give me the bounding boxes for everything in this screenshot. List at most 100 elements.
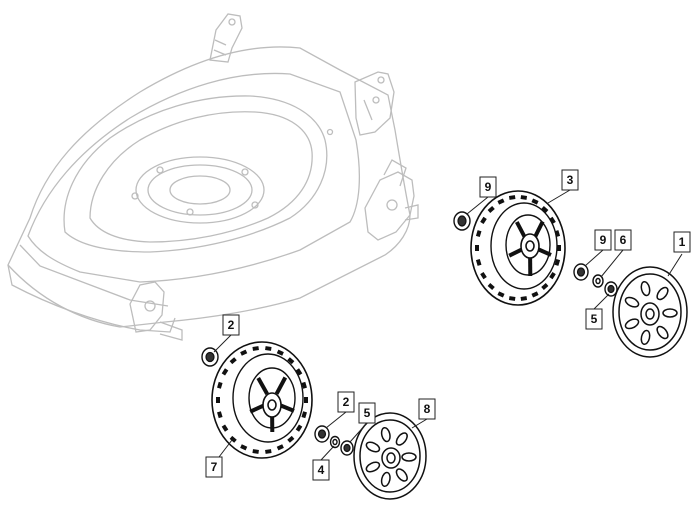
tread-lug <box>216 397 220 403</box>
callout-2-front-inner: 2 <box>222 314 240 336</box>
tread-lug <box>541 206 549 213</box>
tread-lug <box>520 195 528 200</box>
tread-lug <box>541 283 549 290</box>
hub-cap-opening <box>365 461 381 473</box>
nut-2-front-outer <box>314 425 330 443</box>
callout-4: 4 <box>312 459 330 481</box>
wheel-spoke <box>515 221 527 239</box>
tread-lug <box>554 258 561 266</box>
tread-lug <box>475 258 482 266</box>
hub-cap-opening <box>640 280 651 297</box>
tread-lug <box>229 435 237 443</box>
hub-cap-opening <box>624 296 640 308</box>
tread-lug <box>295 424 303 432</box>
tread-lug <box>229 357 237 365</box>
wheel-spoke <box>532 220 545 239</box>
hub-cap-opening <box>401 452 417 462</box>
svg-text:1: 1 <box>679 235 686 249</box>
svg-text:9: 9 <box>600 233 607 247</box>
tread-lug <box>531 291 539 298</box>
tread-lug <box>265 449 272 454</box>
tread-lug <box>520 296 528 301</box>
hub-cap-rear <box>612 266 688 358</box>
svg-text:3: 3 <box>567 173 574 187</box>
tread-lug <box>240 444 248 451</box>
tread-lug <box>487 206 495 213</box>
wheel-spoke <box>274 376 288 395</box>
tread-lug <box>531 198 539 205</box>
hub-cap-opening <box>656 286 669 301</box>
tread-lug <box>554 230 561 238</box>
tread-lug <box>497 198 505 205</box>
nut-9-rear-inner <box>453 211 471 231</box>
tread-lug <box>252 449 259 454</box>
svg-text:9: 9 <box>485 180 492 194</box>
tread-lug <box>276 349 284 356</box>
tread-lug <box>557 245 561 251</box>
callout-3: 3 <box>561 169 579 191</box>
callout-5-rear: 5 <box>585 308 603 330</box>
svg-text:8: 8 <box>424 402 431 416</box>
svg-text:6: 6 <box>620 233 627 247</box>
tread-lug <box>287 357 295 365</box>
tread-lug <box>549 271 556 280</box>
svg-text:5: 5 <box>591 312 598 326</box>
tread-lug <box>287 435 295 443</box>
wheel-spoke <box>256 377 269 395</box>
tread-lug <box>487 283 495 290</box>
svg-text:2: 2 <box>228 318 235 332</box>
front-wheel <box>211 341 313 459</box>
wheel-spoke <box>536 247 552 257</box>
hub-cap-opening <box>380 471 391 488</box>
svg-text:5: 5 <box>364 406 371 420</box>
tread-lug <box>221 368 229 376</box>
rear-wheel <box>470 190 566 306</box>
tread-lug <box>475 230 482 238</box>
wheel-spoke <box>278 403 295 413</box>
tread-lug <box>276 444 284 451</box>
callout-9-rear-outer: 9 <box>594 229 612 251</box>
callout-6: 6 <box>614 229 632 251</box>
tread-lug <box>221 424 229 432</box>
tread-lug <box>508 195 516 200</box>
tread-lug <box>240 349 248 356</box>
callout-2-front-outer: 2 <box>337 391 355 413</box>
wheel-spoke <box>249 403 266 414</box>
tread-lug <box>475 245 479 251</box>
leader-lines <box>213 189 683 461</box>
callout-8: 8 <box>418 398 436 420</box>
callout-7: 7 <box>205 456 223 478</box>
tread-lug <box>301 411 307 419</box>
hub-cap-opening <box>395 468 408 482</box>
nut-5-front <box>340 440 354 456</box>
nut-9-rear-outer <box>573 263 589 281</box>
wheel-spoke <box>508 247 524 258</box>
tread-lug <box>549 216 556 225</box>
callout-9-rear-inner: 9 <box>479 176 497 198</box>
hub-cap-opening <box>624 318 640 330</box>
tread-lug <box>497 291 505 298</box>
hub-cap-opening <box>380 426 391 443</box>
tread-lug <box>252 346 259 351</box>
washer-6 <box>592 274 604 288</box>
tread-lug <box>480 216 487 225</box>
mower-deck <box>7 13 419 341</box>
tread-lug <box>217 381 223 389</box>
washer-2-front-inner <box>201 347 219 367</box>
callout-5-front: 5 <box>358 402 376 424</box>
tread-lug <box>508 296 516 301</box>
hub-cap-opening <box>662 308 678 318</box>
svg-text:4: 4 <box>318 463 325 477</box>
svg-text:7: 7 <box>211 460 218 474</box>
tread-lug <box>304 397 308 403</box>
hub-cap-opening <box>656 325 669 340</box>
tread-lug <box>295 368 303 376</box>
callout-labels: 1 2 2 3 4 5 5 6 <box>205 169 691 481</box>
tread-lug <box>480 271 487 280</box>
tread-lug <box>265 346 272 351</box>
hub-cap-opening <box>395 432 408 446</box>
tread-lug <box>217 411 223 419</box>
washer-4 <box>329 435 341 449</box>
nut-5-rear <box>604 281 618 297</box>
